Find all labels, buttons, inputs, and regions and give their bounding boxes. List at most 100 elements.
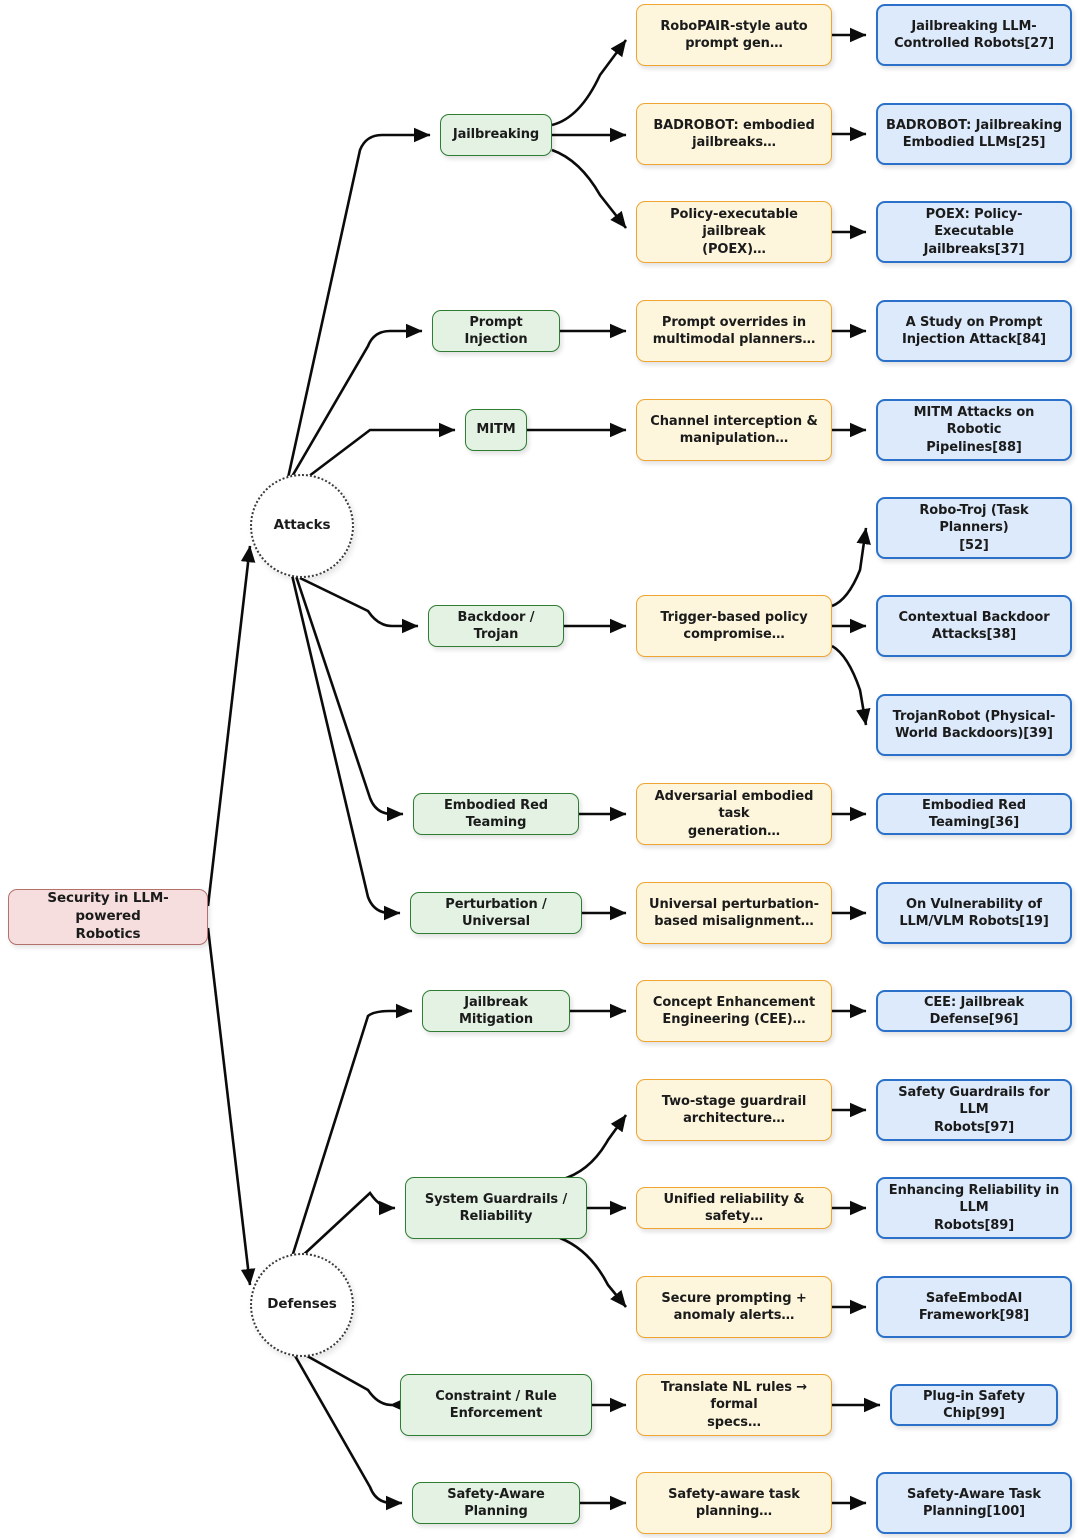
edge-attacks-to-embodied-red: [294, 575, 404, 822]
node-label: Policy-executable jailbreak(POEX)…: [670, 207, 798, 257]
node-label: MITM: [476, 422, 516, 438]
category-node-prompt-injection[interactable]: Prompt Injection: [432, 310, 560, 352]
node-label: Plug-in Safety Chip[99]: [922, 1388, 1026, 1421]
technique-node-unified-reliability-safety[interactable]: Unified reliability & safety…: [636, 1187, 832, 1229]
branch-node-attacks[interactable]: Attacks: [250, 474, 354, 578]
node-label: Defenses: [267, 1296, 337, 1313]
category-node-mitm[interactable]: MITM: [465, 409, 527, 451]
node-label: TrojanRobot (Physical-World Backdoors)[3…: [892, 708, 1056, 741]
reference-node-plug-in-safety-chip-99[interactable]: Plug-in Safety Chip[99]: [890, 1384, 1058, 1426]
node-label: CEE: Jailbreak Defense[96]: [923, 994, 1025, 1027]
reference-node-embodied-red-teaming-36[interactable]: Embodied Red Teaming[36]: [876, 793, 1072, 835]
reference-node-jailbreaking-llm-controlled-robots-27[interactable]: Jailbreaking LLM-Controlled Robots[27]: [876, 4, 1072, 66]
category-node-backdoor-trojan[interactable]: Backdoor / Trojan: [428, 605, 564, 647]
edge-attacks-to-backdoor: [299, 576, 419, 634]
edge-defenses-to-constraint-rule: [299, 1350, 407, 1413]
edge-jailbreaking-to-t3: [551, 148, 628, 229]
edge-attacks-to-jailbreaking: [286, 127, 431, 479]
node-label: Unified reliability & safety…: [663, 1191, 805, 1224]
node-label: Jailbreaking: [452, 127, 540, 143]
technique-node-policy-executable-jailbreak-poex[interactable]: Policy-executable jailbreak(POEX)…: [636, 201, 832, 263]
category-node-jailbreaking[interactable]: Jailbreaking: [440, 114, 552, 156]
edge-defenses-to-safety-aware: [292, 1353, 403, 1511]
reference-node-trojanrobot-physical-world-backdoors-39[interactable]: TrojanRobot (Physical-World Backdoors)[3…: [876, 694, 1072, 756]
node-label: Perturbation / Universal: [445, 896, 547, 929]
node-label: Embodied Red Teaming: [443, 797, 548, 830]
category-node-jailbreak-mitigation[interactable]: Jailbreak Mitigation: [422, 990, 570, 1032]
branch-node-defenses[interactable]: Defenses: [250, 1253, 354, 1357]
edge-root-to-attacks: [206, 545, 256, 907]
category-node-safety-aware-planning[interactable]: Safety-Aware Planning: [412, 1482, 580, 1524]
technique-node-secure-prompting-anomaly-alerts[interactable]: Secure prompting +anomaly alerts…: [636, 1276, 832, 1338]
edge-system-guardrails-to-t10: [559, 1114, 628, 1182]
node-label: Channel interception &manipulation…: [650, 413, 818, 446]
edge-attacks-to-prompt-injection: [288, 323, 423, 481]
reference-node-cee-jailbreak-defense-96[interactable]: CEE: Jailbreak Defense[96]: [876, 990, 1072, 1032]
reference-node-robo-troj-task-planners-52[interactable]: Robo-Troj (Task Planners)[52]: [876, 497, 1072, 559]
category-node-embodied-red-teaming[interactable]: Embodied Red Teaming: [413, 793, 579, 835]
category-node-system-guardrails-reliability[interactable]: System Guardrails /Reliability: [405, 1177, 587, 1239]
technique-node-channel-interception-manipulation[interactable]: Channel interception &manipulation…: [636, 399, 832, 461]
technique-node-universal-perturbation-based-misalignment[interactable]: Universal perturbation-based misalignmen…: [636, 882, 832, 944]
node-label: Jailbreaking LLM-Controlled Robots[27]: [894, 18, 1054, 51]
node-label: Jailbreak Mitigation: [459, 994, 533, 1027]
node-label: Robo-Troj (Task Planners)[52]: [919, 503, 1029, 553]
node-label: Secure prompting +anomaly alerts…: [661, 1290, 807, 1323]
edge-jailbreaking-to-t1: [551, 39, 628, 127]
edge-system-guardrails-to-t12: [559, 1236, 628, 1308]
node-label: Embodied Red Teaming[36]: [921, 797, 1026, 830]
node-label: Universal perturbation-based misalignmen…: [649, 896, 819, 929]
node-label: Prompt Injection: [464, 314, 528, 347]
node-label: Backdoor / Trojan: [457, 609, 535, 642]
category-node-perturbation-universal[interactable]: Perturbation / Universal: [410, 892, 582, 934]
edge-t6-to-r6: [831, 527, 871, 608]
node-label: Safety-Aware Planning: [447, 1486, 545, 1519]
edge-defenses-to-jailbreak-mitigation: [290, 1003, 413, 1258]
node-label: Attacks: [273, 517, 331, 534]
edge-root-to-defenses: [206, 927, 256, 1286]
